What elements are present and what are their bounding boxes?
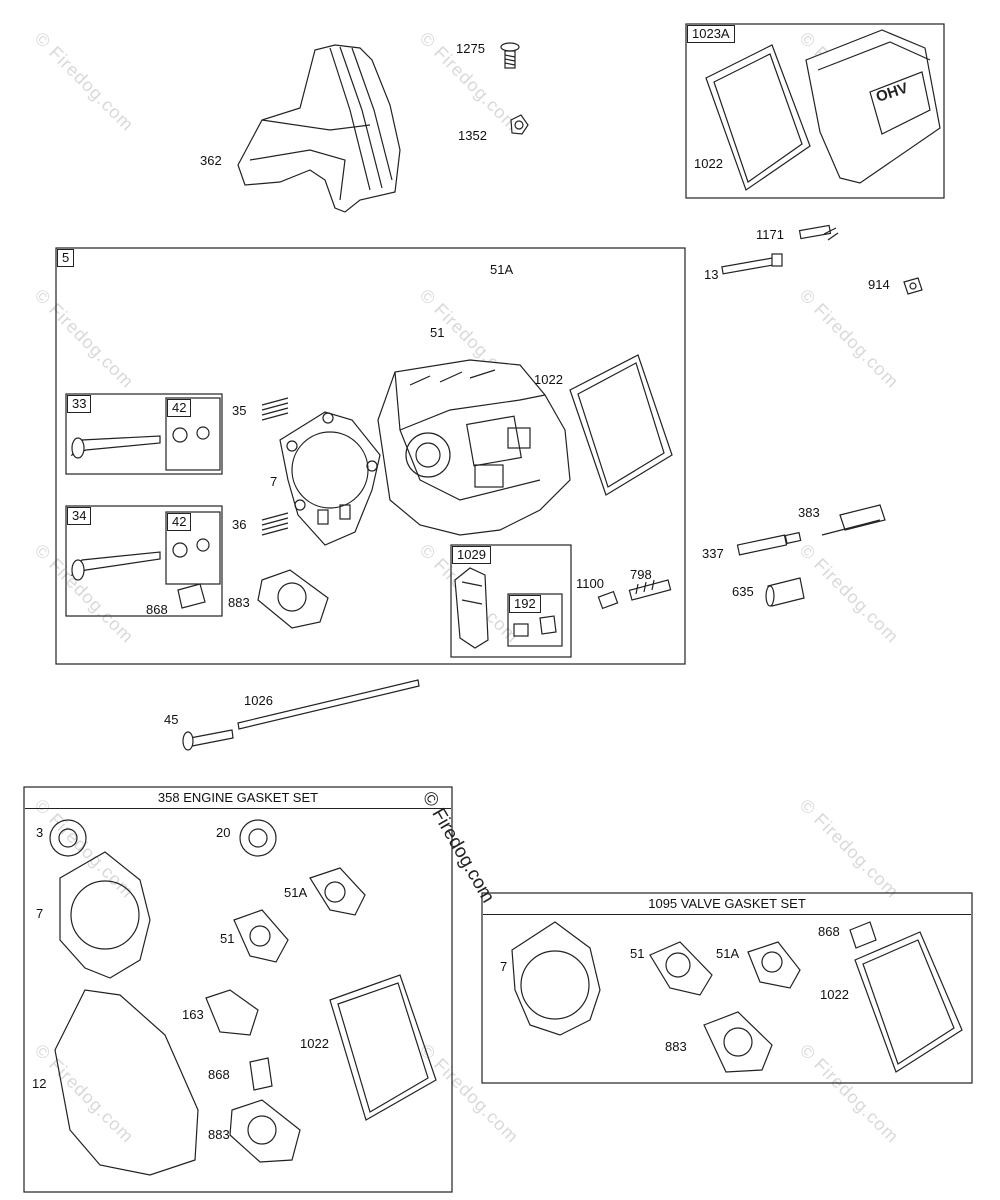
engine-gasket-set-box: [23, 786, 453, 1193]
valve-gasket-set-title: 1095 VALVE GASKET SET: [483, 894, 971, 915]
callout-1171: 1171: [756, 227, 784, 242]
callout-798: 798: [630, 567, 652, 582]
engine-kit-callout-1022: 1022: [300, 1036, 329, 1051]
intake-valve-box: [65, 393, 223, 475]
assembly-tag-42-b: 42: [167, 513, 192, 531]
retainer-box-b: [165, 511, 221, 585]
engine-kit-callout-163: 163: [182, 1007, 204, 1022]
callout-868: 868: [146, 602, 168, 617]
cylinder-head-drawing: [377, 359, 571, 536]
engine-kit-callout-3: 3: [36, 825, 44, 840]
valve-kit-callout-51A: 51A: [716, 946, 740, 961]
callout-7: 7: [270, 474, 278, 489]
rocker-cover-kit-box: [685, 23, 945, 199]
assembly-tag-34: 34: [67, 507, 92, 525]
callout-337: 337: [702, 546, 724, 561]
valve-spring-drawings: [261, 397, 289, 536]
engine-gasket-set-title: 358 ENGINE GASKET SET: [25, 788, 451, 809]
callout-13: 13: [704, 267, 719, 282]
valve-gasket-set-box: [481, 892, 973, 1084]
assembly-tag-1023A: 1023A: [687, 25, 735, 43]
valve-kit-callout-883: 883: [665, 1039, 687, 1054]
engine-kit-callout-868: 868: [208, 1067, 230, 1082]
valve-kit-callout-7: 7: [500, 959, 508, 974]
valve-cover-gasket-drawing: [569, 354, 673, 496]
callout-1022-cover: 1022: [694, 156, 723, 171]
callout-45: 45: [164, 712, 179, 727]
callout-51: 51: [430, 325, 445, 340]
callout-1022-head: 1022: [534, 372, 563, 387]
cylinder-head-box: [55, 247, 686, 665]
assembly-tag-5: 5: [57, 249, 75, 267]
callout-51A: 51A: [490, 262, 514, 277]
engine-kit-callout-20: 20: [216, 825, 231, 840]
rocker-cover-drawing: OHV: [805, 29, 941, 184]
rocker-arm-box: [450, 544, 572, 658]
callout-635: 635: [732, 584, 754, 599]
assembly-tag-33: 33: [67, 395, 92, 413]
callout-883: 883: [228, 595, 250, 610]
callout-1275: 1275: [456, 41, 485, 56]
spark-plug-drawing: [736, 504, 886, 607]
rocker-arm-drawing: [454, 567, 557, 649]
callout-1352: 1352: [458, 128, 487, 143]
valve-kit-callout-868: 868: [818, 924, 840, 939]
engine-kit-callout-51A: 51A: [284, 885, 308, 900]
rocker-cover-gasket-drawing: [705, 44, 811, 191]
valve-kit-parts: [511, 921, 963, 1073]
engine-kit-callout-51: 51: [220, 931, 235, 946]
callout-914: 914: [868, 277, 890, 292]
head-gasket-drawing: [279, 411, 381, 546]
guide-and-pin-drawing: [597, 579, 672, 610]
engine-kit-callout-12: 12: [32, 1076, 47, 1091]
callout-362: 362: [200, 153, 222, 168]
callout-36: 36: [232, 517, 247, 532]
engine-kit-callout-883: 883: [208, 1127, 230, 1142]
pushrod-drawing: [182, 679, 420, 751]
engine-kit-callout-7: 7: [36, 906, 44, 921]
valve-drawings: [70, 426, 210, 609]
callout-383: 383: [798, 505, 820, 520]
intake-gasket-drawing: [257, 569, 329, 629]
assembly-tag-192: 192: [509, 595, 541, 613]
rocker-nut-box: [507, 593, 563, 647]
blower-housing-drawing: [237, 44, 401, 213]
bolt-drawings: [721, 224, 923, 295]
valve-kit-callout-51: 51: [630, 946, 645, 961]
assembly-tag-42-a: 42: [167, 399, 192, 417]
assembly-tag-1029: 1029: [452, 546, 491, 564]
screw-drawing: [500, 42, 529, 135]
exhaust-valve-box: [65, 505, 223, 617]
callout-1100: 1100: [576, 576, 604, 591]
retainer-box-a: [165, 397, 221, 471]
engine-kit-parts: [49, 819, 437, 1176]
valve-kit-callout-1022: 1022: [820, 987, 849, 1002]
callout-1026: 1026: [244, 693, 273, 708]
callout-35: 35: [232, 403, 247, 418]
